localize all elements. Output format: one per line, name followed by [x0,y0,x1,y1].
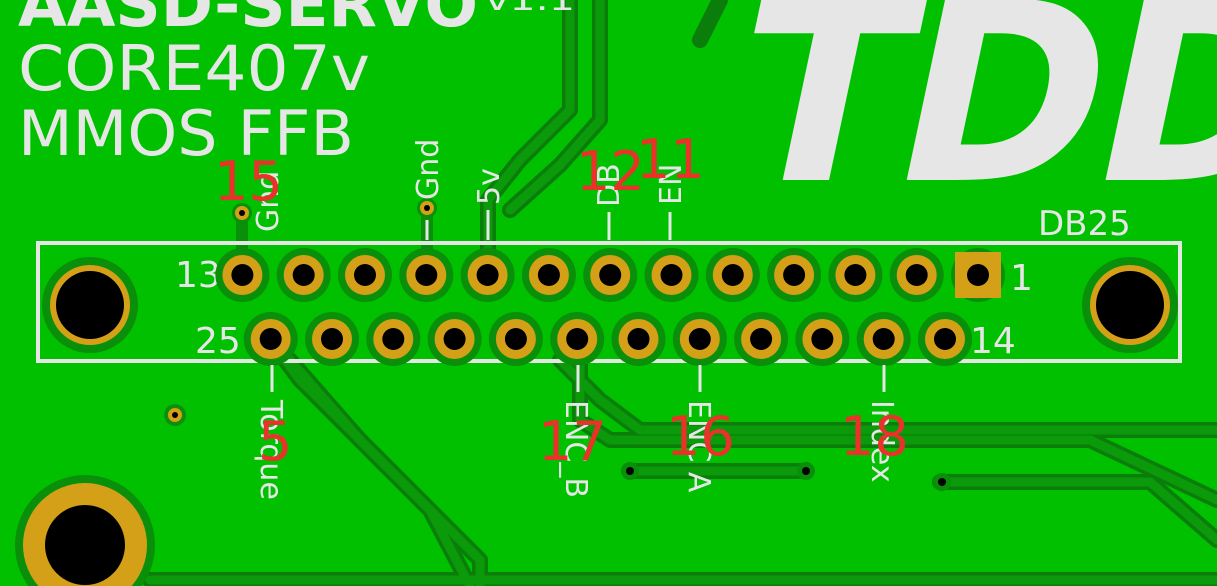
connector-name: DB25 [1038,204,1131,244]
annotations: 15 12 11 5 17 16 18 [214,128,909,473]
copper-traces [142,0,1217,586]
via [626,467,634,475]
signal-labels: Gnd Gnd 5v DB EN Torque ENC_B ENC A Inde… [251,139,899,500]
label-enc-a: ENC A [681,400,716,493]
pad-pin-1 [951,248,1005,302]
title-block: AASD-SERVO v1.1 CORE407v MMOS FFB [18,0,575,170]
label-gnd-b: Gnd [411,139,446,200]
pad-pin-7 [583,248,638,302]
pad-pin-18 [672,312,727,366]
title-version: v1.1 [485,0,575,18]
pad-pin-14 [918,312,972,366]
title-line-1: AASD-SERVO [18,0,478,41]
label-5v: 5v [472,168,507,205]
pad-pin-16 [795,312,850,366]
label-index: Index [864,400,899,483]
annotation-12: 12 [576,140,645,203]
pin-number-13: 13 [175,255,221,296]
pad-pin-15 [856,312,911,366]
vias [164,198,951,491]
pad-pin-3 [828,248,883,302]
pad-pin-10 [399,248,454,302]
via [239,210,245,216]
mounting-hole [56,271,124,339]
mounting-hole [1096,271,1164,339]
label-en: EN [654,164,689,205]
via [802,467,810,475]
pin-number-1: 1 [1010,258,1033,299]
pad-pin-4 [767,248,822,302]
annotation-11: 11 [636,128,705,191]
pad-pin-21 [488,312,543,366]
via [172,412,178,418]
pad-pin-13 [215,248,270,302]
pad-pin-22 [427,312,482,366]
annotation-17: 17 [538,410,607,473]
connector-outline [36,241,1182,363]
tdd-logo: TDD [709,0,1217,239]
pad-pin-17 [734,312,789,366]
label-torque: Torque [253,399,288,500]
annotation-16: 16 [666,405,735,468]
title-line-2: CORE407v [18,32,370,105]
pad-pin-9 [460,248,515,302]
pad-pin-2 [889,248,944,302]
pad-pin-5 [705,248,760,302]
pin-number-25: 25 [195,321,241,362]
db25-connector: DB25 13 1 25 14 [15,204,1182,586]
label-db: DB [592,163,627,207]
label-enc-b: ENC_B [558,400,593,498]
pad-pin-23 [366,312,421,366]
pad-pin-12 [276,248,331,302]
via [938,478,946,486]
pad-pin-6 [644,248,699,302]
pad-pin-20 [550,312,605,366]
mounting-hole [45,505,125,585]
label-ticks [270,210,886,392]
via [424,205,430,211]
pin-number-14: 14 [970,321,1016,362]
pad-pin-24 [305,312,359,366]
label-gnd-a: Gnd [251,171,286,232]
annotation-15: 15 [214,150,283,213]
pad-pin-8 [521,248,576,302]
annotation-18: 18 [840,405,909,468]
annotation-5: 5 [258,410,292,473]
tdd-logo-text: TDD [709,0,1217,239]
pad-pin-19 [611,312,666,366]
pad-pin-25 [243,312,298,366]
title-line-3: MMOS FFB [18,97,354,170]
connector-pads [215,248,1005,366]
pad-pin-11 [338,248,392,302]
